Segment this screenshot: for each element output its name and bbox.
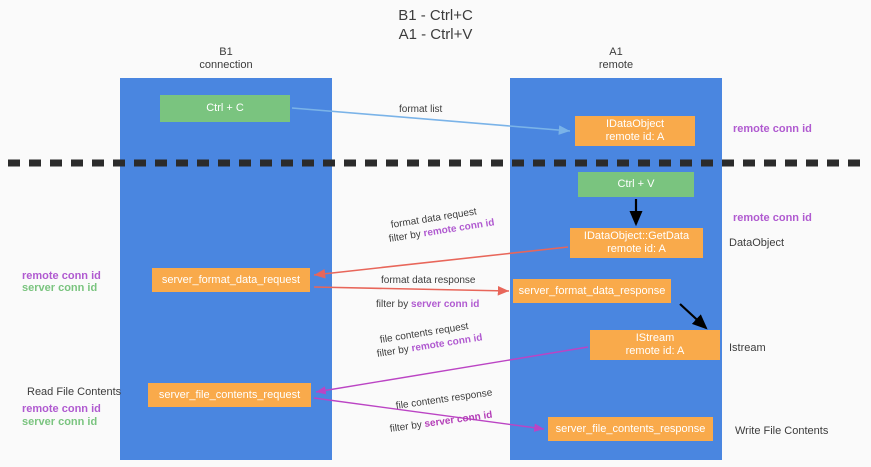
label-file-contents-response: file contents response [395, 387, 494, 412]
box-istream[interactable]: IStream remote id: A [590, 330, 720, 360]
box-server-file-contents-request-label: server_file_contents_request [158, 388, 301, 401]
box-server-file-contents-response[interactable]: server_file_contents_response [548, 417, 713, 441]
note-right-remote-conn-id-top: remote conn id [733, 123, 812, 135]
note-left-remote-conn-id-top: remote conn id [22, 270, 101, 282]
lane-left-name: B1 [219, 46, 233, 58]
arrow-format-data-response [313, 285, 510, 296]
label-format-data-response-filter: filter by server conn id [376, 298, 479, 311]
title-line-2: A1 - Ctrl+V [398, 26, 473, 43]
box-server-format-data-response-label: server_format_data_response [518, 284, 666, 297]
page-title: B1 - Ctrl+C A1 - Ctrl+V [0, 6, 871, 44]
box-server-format-data-request-label: server_format_data_request [161, 273, 301, 286]
note-left-server-conn-id-top: server conn id [22, 282, 98, 294]
note-right-write-file-contents: Write File Contents [735, 425, 829, 437]
note-right-remote-conn-id-mid: remote conn id [733, 212, 812, 224]
lane-right-name: A1 [609, 46, 623, 58]
label-fdresp-filter-key: server conn id [411, 299, 480, 310]
box-istream-line2: remote id: A [625, 345, 685, 357]
box-ctrl-c-label: Ctrl + C [206, 102, 244, 114]
label-format-list: format list [399, 104, 443, 115]
box-server-file-contents-response-label: server_file_contents_response [555, 422, 706, 435]
box-istream-line1: IStream [635, 332, 675, 344]
note-right-istream: Istream [729, 342, 766, 354]
title-line-1: B1 - Ctrl+C [398, 7, 473, 24]
lane-header-left: B1 connection [120, 46, 332, 72]
box-getdata-line1: IDataObject::GetData [583, 230, 690, 242]
label-file-contents-response-filter: filter by server conn id [389, 409, 493, 436]
note-left-server-conn-id-bottom: server conn id [22, 416, 98, 428]
label-format-data-response: format data response [381, 275, 476, 286]
box-server-format-data-response[interactable]: server_format_data_response [513, 279, 671, 303]
box-idataobject[interactable]: IDataObject remote id: A [575, 116, 695, 146]
box-ctrl-v-label: Ctrl + V [617, 178, 655, 190]
box-server-format-data-request[interactable]: server_format_data_request [152, 268, 310, 292]
box-idataobject-line1: IDataObject [605, 118, 665, 130]
label-fcresp-filter-key: server conn id [423, 409, 494, 431]
label-fdresp-filter-prefix: filter by [376, 299, 412, 310]
label-fcresp-filter-prefix: filter by [389, 419, 426, 435]
box-getdata-line2: remote id: A [607, 243, 666, 255]
lane-right-role: remote [598, 59, 634, 71]
note-right-dataobject: DataObject [729, 237, 785, 249]
lane-header-right: A1 remote [510, 46, 722, 72]
note-left-read-file-contents: Read File Contents [27, 386, 122, 398]
lane-left-role: connection [199, 59, 253, 71]
box-ctrl-c[interactable]: Ctrl + C [160, 95, 290, 122]
box-server-file-contents-request[interactable]: server_file_contents_request [148, 383, 311, 407]
box-idataobject-getdata[interactable]: IDataObject::GetData remote id: A [570, 228, 703, 258]
box-ctrl-v[interactable]: Ctrl + V [578, 172, 694, 197]
box-idataobject-line2: remote id: A [605, 131, 665, 143]
note-left-remote-conn-id-bottom: remote conn id [22, 403, 101, 415]
